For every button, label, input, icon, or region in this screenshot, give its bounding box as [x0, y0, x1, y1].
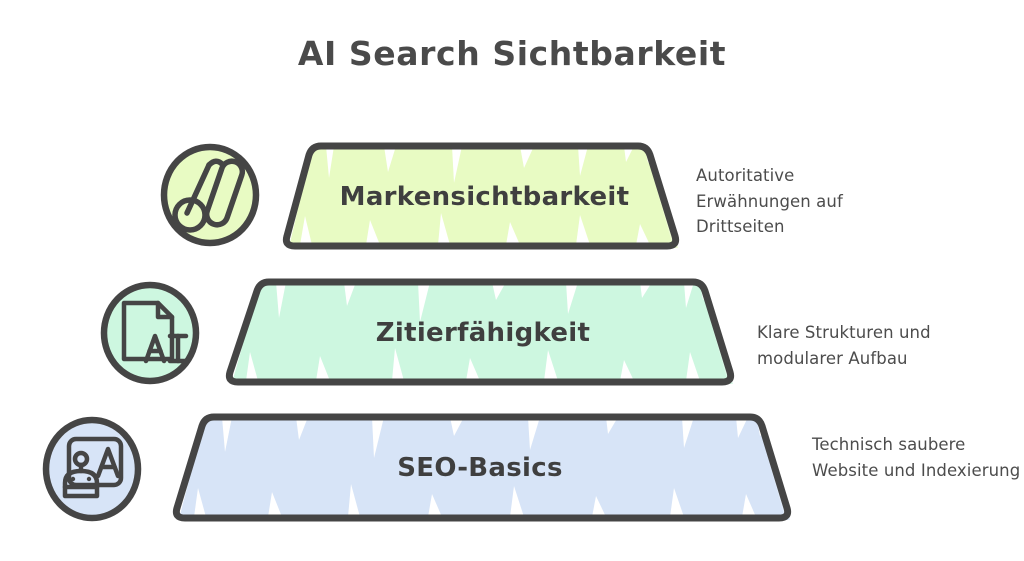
page-title: AI Search Sichtbarkeit [297, 34, 727, 73]
tier-2-outline [225, 278, 735, 386]
tier-1-outline [282, 142, 680, 250]
letter-a-glyph [95, 446, 121, 479]
tier-2-label: Zitierfähigkeit [375, 318, 591, 348]
tier-3-icon-group[interactable] [42, 416, 142, 522]
tier-1-icon-group[interactable] [160, 143, 260, 247]
pyramid-tier-3[interactable] [172, 413, 792, 522]
tier-1-label: Markensichtbarkeit [339, 182, 630, 212]
tier-3-label: SEO-Basics [397, 453, 563, 483]
ai-document-label [143, 333, 189, 364]
tier-3-description: Technisch saubere Website und Indexierun… [812, 435, 1021, 480]
tier-3-outline [172, 413, 792, 522]
google-ads-icon [172, 158, 246, 233]
tier-1-description: Autoritative Erwähnungen auf Drittseiten [696, 166, 843, 237]
tier-3-fill [180, 419, 784, 515]
tier-3-icon-ring [42, 416, 142, 522]
tier-1-fill [290, 148, 672, 243]
tier-2-fill [233, 284, 727, 379]
pyramid-tier-2[interactable] [225, 278, 735, 386]
tier-2-icon-ring [100, 281, 200, 385]
tier-1-texture [290, 148, 668, 243]
tier-2-description: Klare Strukturen und modularer Aufbau [757, 323, 931, 368]
pyramid-tier-1[interactable] [282, 142, 680, 250]
tier-2-texture [233, 284, 724, 379]
tier-1-icon-ring [160, 143, 260, 247]
robot-icon [62, 450, 100, 499]
tier-2-icon-group[interactable] [100, 281, 200, 385]
